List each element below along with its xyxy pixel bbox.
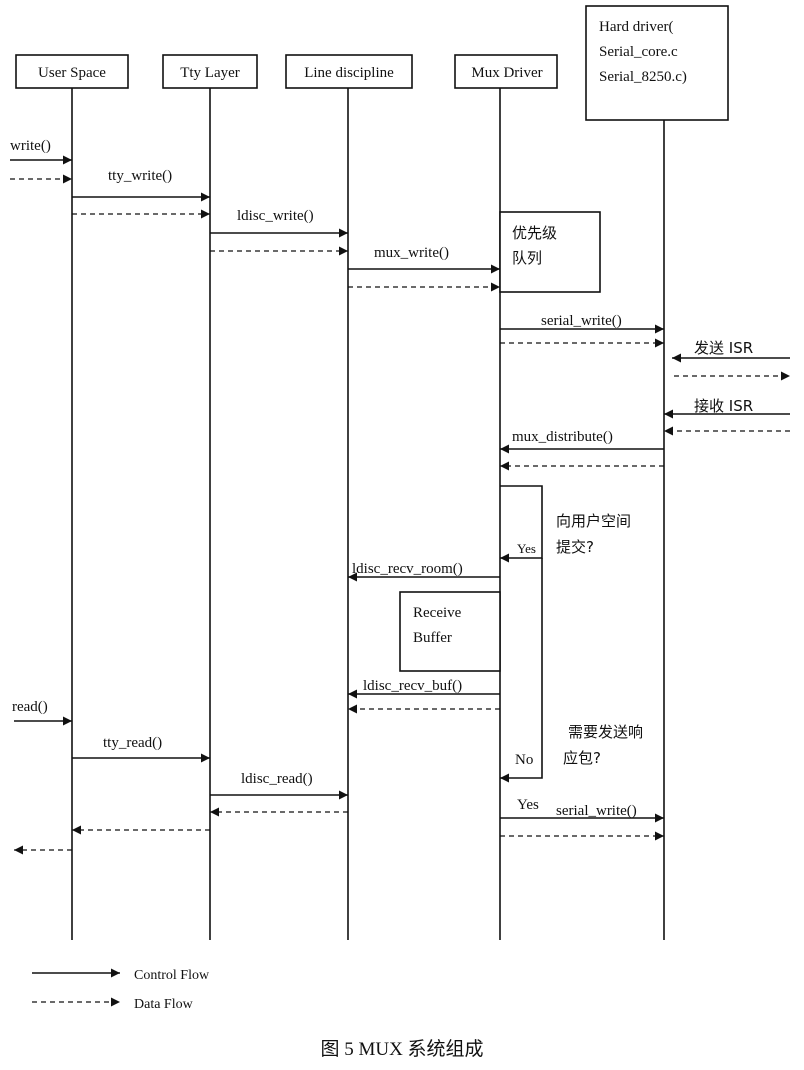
- yes-label-2: Yes: [517, 797, 539, 813]
- header-tty-layer: Tty Layer: [162, 54, 258, 89]
- decision-submit-label: 提交?: [556, 538, 594, 556]
- decision-ack-label: 应包?: [563, 749, 601, 767]
- msg-mux-distribute-label: mux_distribute(): [512, 429, 613, 445]
- legend: Control Flow Data Flow: [32, 968, 210, 1012]
- header-label: Line discipline: [304, 65, 394, 81]
- decision-loop-no: [500, 558, 543, 783]
- header-hard-driver: Hard driver( Serial_core.c Serial_8250.c…: [585, 5, 729, 121]
- yes-label: Yes: [517, 541, 536, 556]
- header-label: Hard driver(: [599, 19, 674, 35]
- msg-ldisc-write-label: ldisc_write(): [237, 208, 314, 224]
- box-label: Buffer: [413, 630, 452, 646]
- box-label: 队列: [512, 249, 542, 267]
- legend-control-flow-label: Control Flow: [134, 968, 210, 983]
- msg-send-isr-label: 发送 ISR: [694, 339, 753, 357]
- header-label: Tty Layer: [180, 65, 240, 81]
- msg-recv-isr-label: 接收 ISR: [694, 397, 753, 415]
- priority-queue-box: 优先级 队列: [499, 211, 601, 293]
- msg-serial-write-label: serial_write(): [541, 313, 622, 329]
- msg-mux-write-label: mux_write(): [374, 245, 449, 261]
- receive-buffer-box: Receive Buffer: [399, 591, 501, 672]
- header-user-space: User Space: [15, 54, 129, 89]
- msg-read-label: read(): [12, 699, 48, 715]
- header-label: User Space: [38, 65, 106, 81]
- header-label: Serial_core.c: [599, 44, 678, 60]
- figure-caption: 图 5 MUX 系统组成: [320, 1038, 483, 1060]
- header-label: Mux Driver: [471, 65, 542, 81]
- decision-loop-yes: [500, 485, 543, 563]
- decision-ack-label: 需要发送响: [568, 723, 643, 741]
- msg-tty-read-label: tty_read(): [103, 735, 162, 751]
- header-line-discipline: Line discipline: [285, 54, 413, 89]
- no-label: No: [515, 752, 533, 768]
- box-label: Receive: [413, 605, 462, 621]
- msg-ldisc-read-label: ldisc_read(): [241, 771, 313, 787]
- msg-tty-write-label: tty_write(): [108, 168, 172, 184]
- box-label: 优先级: [512, 224, 557, 242]
- legend-data-flow-label: Data Flow: [134, 997, 194, 1012]
- msg-write-label: write(): [10, 138, 51, 154]
- msg-ldisc-recv-room-label: ldisc_recv_room(): [352, 561, 463, 577]
- header-mux-driver: Mux Driver: [454, 54, 558, 89]
- decision-submit-label: 向用户空间: [556, 512, 631, 530]
- header-label: Serial_8250.c): [599, 69, 687, 85]
- msg-ldisc-recv-buf-label: ldisc_recv_buf(): [363, 678, 462, 694]
- msg-serial-write-2-label: serial_write(): [556, 803, 637, 819]
